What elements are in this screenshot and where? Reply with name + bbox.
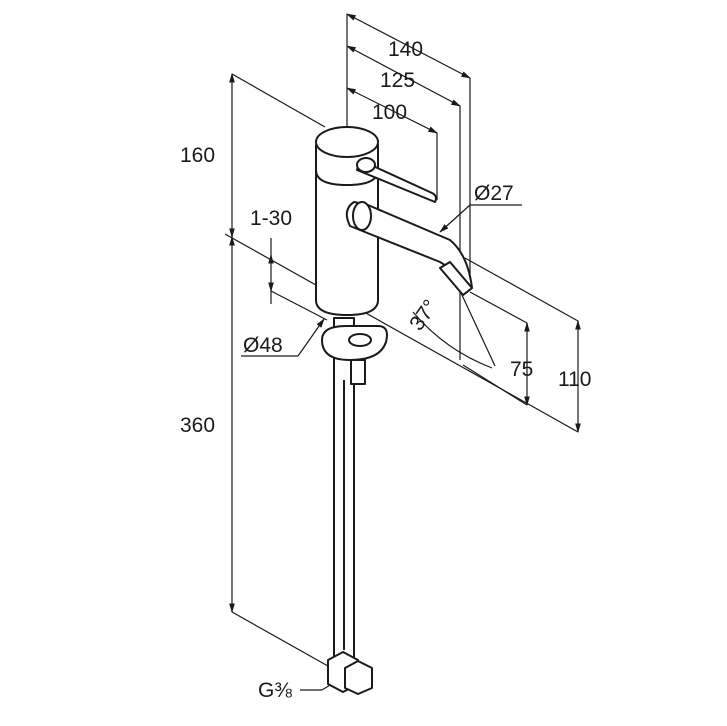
dim-160-label: 160	[180, 144, 215, 167]
dim-1-30-label: 1-30	[250, 207, 292, 230]
cylinder-top	[315, 126, 379, 158]
dimension-lines	[224, 13, 581, 691]
dim-d27-label: Ø27	[474, 182, 514, 205]
dim-360-label: 360	[180, 414, 215, 437]
dim-75-label: 75	[510, 358, 533, 381]
dim-110-label: 110	[558, 368, 591, 391]
dim-125-label: 125	[380, 69, 415, 92]
dim-140-label: 140	[388, 38, 423, 61]
dim-100-label: 100	[372, 101, 407, 124]
hose-fitting-right	[344, 660, 373, 695]
dim-angle-37-label: 37°	[405, 296, 442, 335]
dimension-labels: 140 125 100 160 1-30 Ø48 360 Ø27 37° 75 …	[180, 38, 591, 702]
faucet-body	[315, 126, 473, 695]
lever-handle	[356, 159, 437, 203]
hose-nut	[350, 359, 366, 385]
faucet-cylinder	[315, 144, 379, 316]
thread-g38-label: G⅜	[258, 679, 292, 702]
dim-d48-label: Ø48	[243, 334, 283, 357]
